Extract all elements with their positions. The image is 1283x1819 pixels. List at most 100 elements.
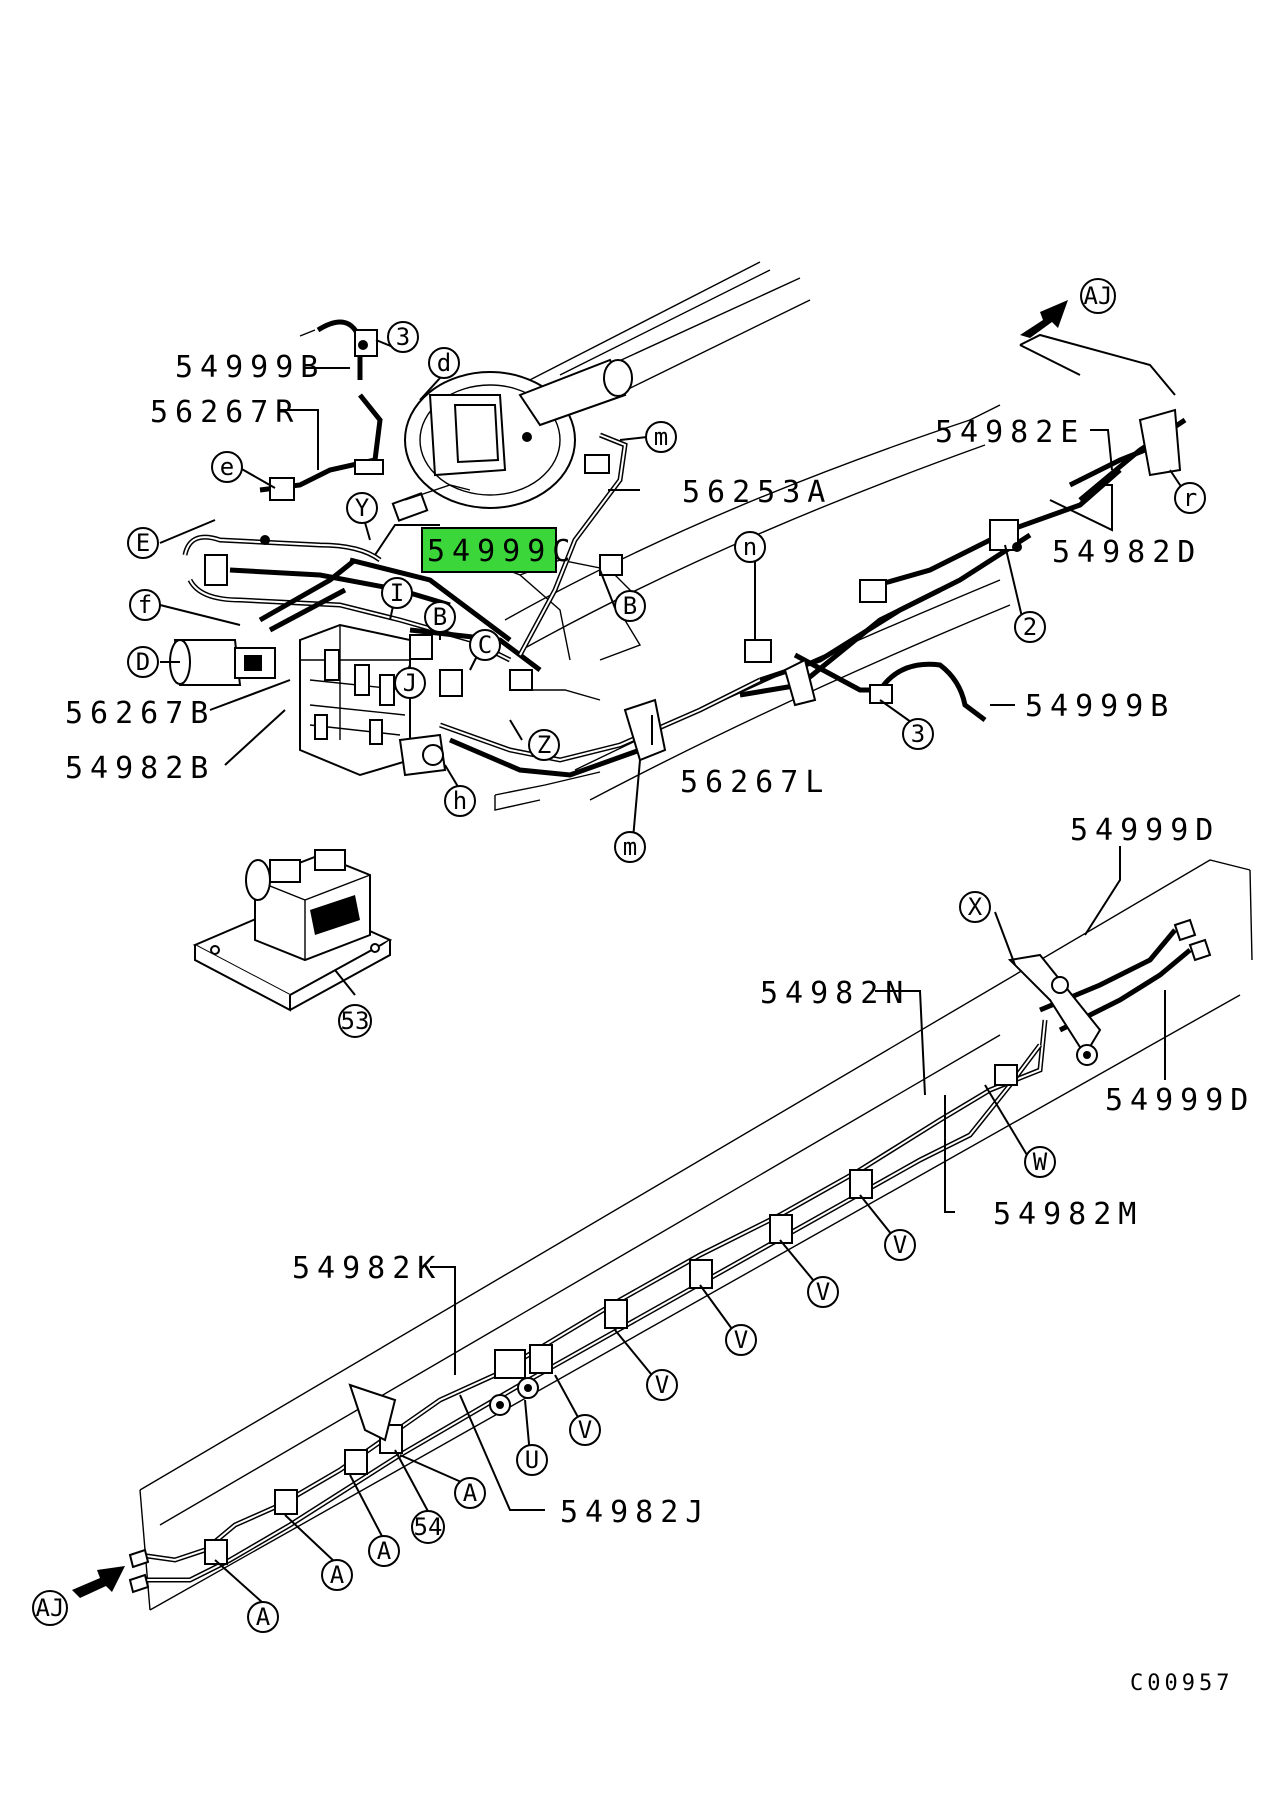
svg-text:AJ: AJ	[36, 1594, 65, 1622]
svg-text:W: W	[1033, 1148, 1048, 1176]
part-label-56267L[interactable]: 56267L	[680, 765, 830, 800]
part-label-54982M[interactable]: 54982M	[993, 1197, 1143, 1232]
callout-B-mid[interactable]: B	[424, 601, 456, 633]
svg-text:n: n	[743, 533, 757, 561]
callout-C[interactable]: C	[469, 629, 501, 661]
callout-V-1[interactable]: V	[884, 1229, 916, 1261]
part-label-54982D[interactable]: 54982D	[1052, 535, 1202, 570]
svg-text:A: A	[330, 1561, 345, 1589]
part-label-54982E[interactable]: 54982E	[935, 415, 1085, 450]
part-label-56267B[interactable]: 56267B	[65, 696, 215, 731]
svg-text:f: f	[138, 591, 152, 619]
callout-I[interactable]: I	[381, 577, 413, 609]
svg-text:m: m	[654, 423, 668, 451]
svg-text:3: 3	[396, 323, 410, 351]
svg-text:Z: Z	[537, 731, 551, 759]
svg-text:V: V	[893, 1231, 907, 1259]
svg-text:AJ: AJ	[1084, 282, 1113, 310]
callout-3-right[interactable]: 3	[902, 718, 934, 750]
brake-booster	[391, 358, 633, 522]
svg-text:r: r	[1183, 484, 1197, 512]
svg-text:D: D	[136, 648, 150, 676]
callout-r[interactable]: r	[1174, 482, 1206, 514]
svg-text:V: V	[655, 1371, 669, 1399]
callout-d[interactable]: d	[428, 347, 460, 379]
part-label-54999B-right[interactable]: 54999B	[1025, 689, 1175, 724]
callout-Y[interactable]: Y	[346, 492, 378, 524]
callout-X[interactable]: X	[959, 891, 991, 923]
callout-54[interactable]: 54	[411, 1510, 445, 1544]
svg-text:A: A	[256, 1603, 271, 1631]
part-label-56267R[interactable]: 56267R	[150, 395, 300, 430]
part-label-54982B[interactable]: 54982B	[65, 751, 215, 786]
callout-AJ-top[interactable]: AJ	[1080, 278, 1116, 314]
svg-text:V: V	[816, 1278, 830, 1306]
drawing-code: C00957	[1130, 1671, 1233, 1696]
svg-text:I: I	[390, 579, 404, 607]
svg-text:C: C	[478, 631, 492, 659]
callout-B-right[interactable]: B	[614, 590, 646, 622]
svg-text:V: V	[578, 1416, 592, 1444]
abs-module-53	[192, 849, 393, 1012]
callout-V-4[interactable]: V	[646, 1369, 678, 1401]
direction-arrows	[72, 300, 1068, 1598]
callout-3-top[interactable]: 3	[387, 321, 419, 353]
callout-f[interactable]: f	[129, 589, 161, 621]
svg-text:J: J	[403, 669, 417, 697]
svg-text:h: h	[453, 787, 467, 815]
part-label-54982N[interactable]: 54982N	[760, 976, 910, 1011]
callout-h[interactable]: h	[444, 785, 476, 817]
lower-frame-rail	[139, 859, 1253, 1611]
part-label-54999B-top[interactable]: 54999B	[175, 350, 325, 385]
svg-text:B: B	[623, 592, 637, 620]
callout-53[interactable]: 53	[338, 1004, 372, 1038]
callout-E[interactable]: E	[127, 527, 159, 559]
callout-V-2[interactable]: V	[807, 1276, 839, 1308]
part-label-54999D-top[interactable]: 54999D	[1070, 813, 1220, 848]
svg-text:m: m	[623, 833, 637, 861]
svg-text:Y: Y	[355, 494, 370, 522]
hydraulic-valve-cluster	[169, 623, 447, 777]
part-label-54999D-right[interactable]: 54999D	[1105, 1083, 1255, 1118]
svg-text:54: 54	[414, 1513, 443, 1541]
upper-clips	[204, 329, 1182, 762]
svg-text:53: 53	[341, 1007, 370, 1035]
callout-A-4[interactable]: A	[247, 1601, 279, 1633]
callout-A-2[interactable]: A	[368, 1535, 400, 1567]
part-label-56253A[interactable]: 56253A	[682, 475, 832, 510]
svg-text:V: V	[734, 1326, 748, 1354]
svg-text:2: 2	[1023, 613, 1037, 641]
callout-J[interactable]: J	[394, 667, 426, 699]
callout-Z[interactable]: Z	[528, 729, 560, 761]
callout-U[interactable]: U	[516, 1444, 548, 1476]
callout-A-3[interactable]: A	[321, 1559, 353, 1591]
part-number-labels: 54999B 56267R 54999C 56253A 54982E 54982…	[65, 350, 1255, 1530]
highlight-box-54999C	[421, 527, 557, 573]
callout-m-bottom[interactable]: m	[614, 831, 646, 863]
callout-V-3[interactable]: V	[725, 1324, 757, 1356]
callout-2[interactable]: 2	[1014, 611, 1046, 643]
part-label-54999C[interactable]: 54999C	[427, 534, 577, 569]
callout-n[interactable]: n	[734, 531, 766, 563]
part-label-54982J[interactable]: 54982J	[560, 1495, 710, 1530]
lower-clips	[128, 918, 1212, 1594]
svg-text:B: B	[433, 603, 447, 631]
callout-e[interactable]: e	[211, 451, 243, 483]
part-label-54982K[interactable]: 54982K	[292, 1251, 442, 1286]
svg-text:d: d	[437, 349, 451, 377]
svg-text:U: U	[525, 1446, 539, 1474]
svg-text:X: X	[968, 893, 983, 921]
svg-text:A: A	[377, 1537, 392, 1565]
callout-m-top[interactable]: m	[645, 421, 677, 453]
callout-AJ-bottom[interactable]: AJ	[32, 1590, 68, 1626]
callout-V-5[interactable]: V	[569, 1414, 601, 1446]
callout-A-1[interactable]: A	[454, 1477, 486, 1509]
svg-text:A: A	[463, 1479, 478, 1507]
svg-text:e: e	[220, 453, 234, 481]
arrow-up-right-icon	[1020, 300, 1068, 338]
callout-bubbles: 3 d m e Y E I B B f C D J Z h m n 2 3 r …	[32, 278, 1206, 1633]
callout-W[interactable]: W	[1024, 1146, 1056, 1178]
callout-D[interactable]: D	[127, 646, 159, 678]
arrow-right-icon	[72, 1566, 125, 1598]
